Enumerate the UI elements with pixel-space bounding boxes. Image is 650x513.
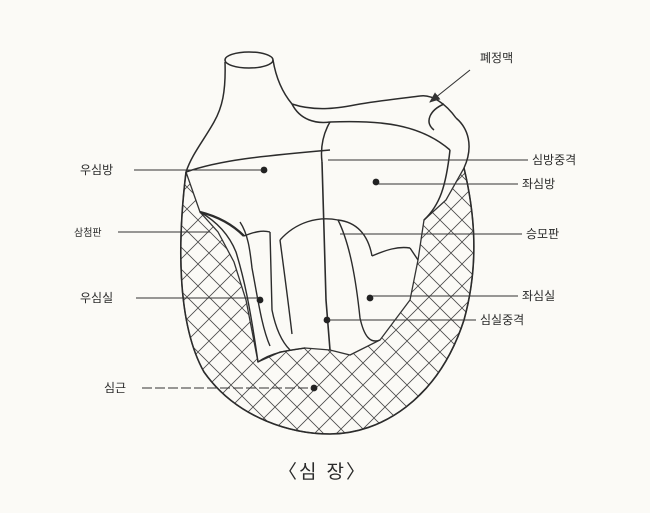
label-myocardium: 심근 — [104, 381, 126, 395]
label-mitral-valve: 승모판 — [526, 227, 559, 241]
atria-outline — [186, 52, 469, 220]
myocardium-wall — [181, 168, 474, 434]
label-right-atrium: 우심방 — [80, 163, 113, 177]
label-pulmonary-vein: 폐정맥 — [480, 51, 513, 65]
label-ventricular-septum: 심실중격 — [480, 313, 524, 327]
label-left-atrium: 좌심방 — [522, 177, 555, 191]
label-tricuspid-valve: 삼첨판 — [74, 227, 102, 239]
label-right-ventricle: 우심실 — [80, 291, 113, 305]
label-left-ventricle: 좌심실 — [522, 289, 555, 303]
caption: 〈심 장〉 — [278, 461, 367, 483]
label-atrial-septum: 심방중격 — [532, 153, 576, 167]
